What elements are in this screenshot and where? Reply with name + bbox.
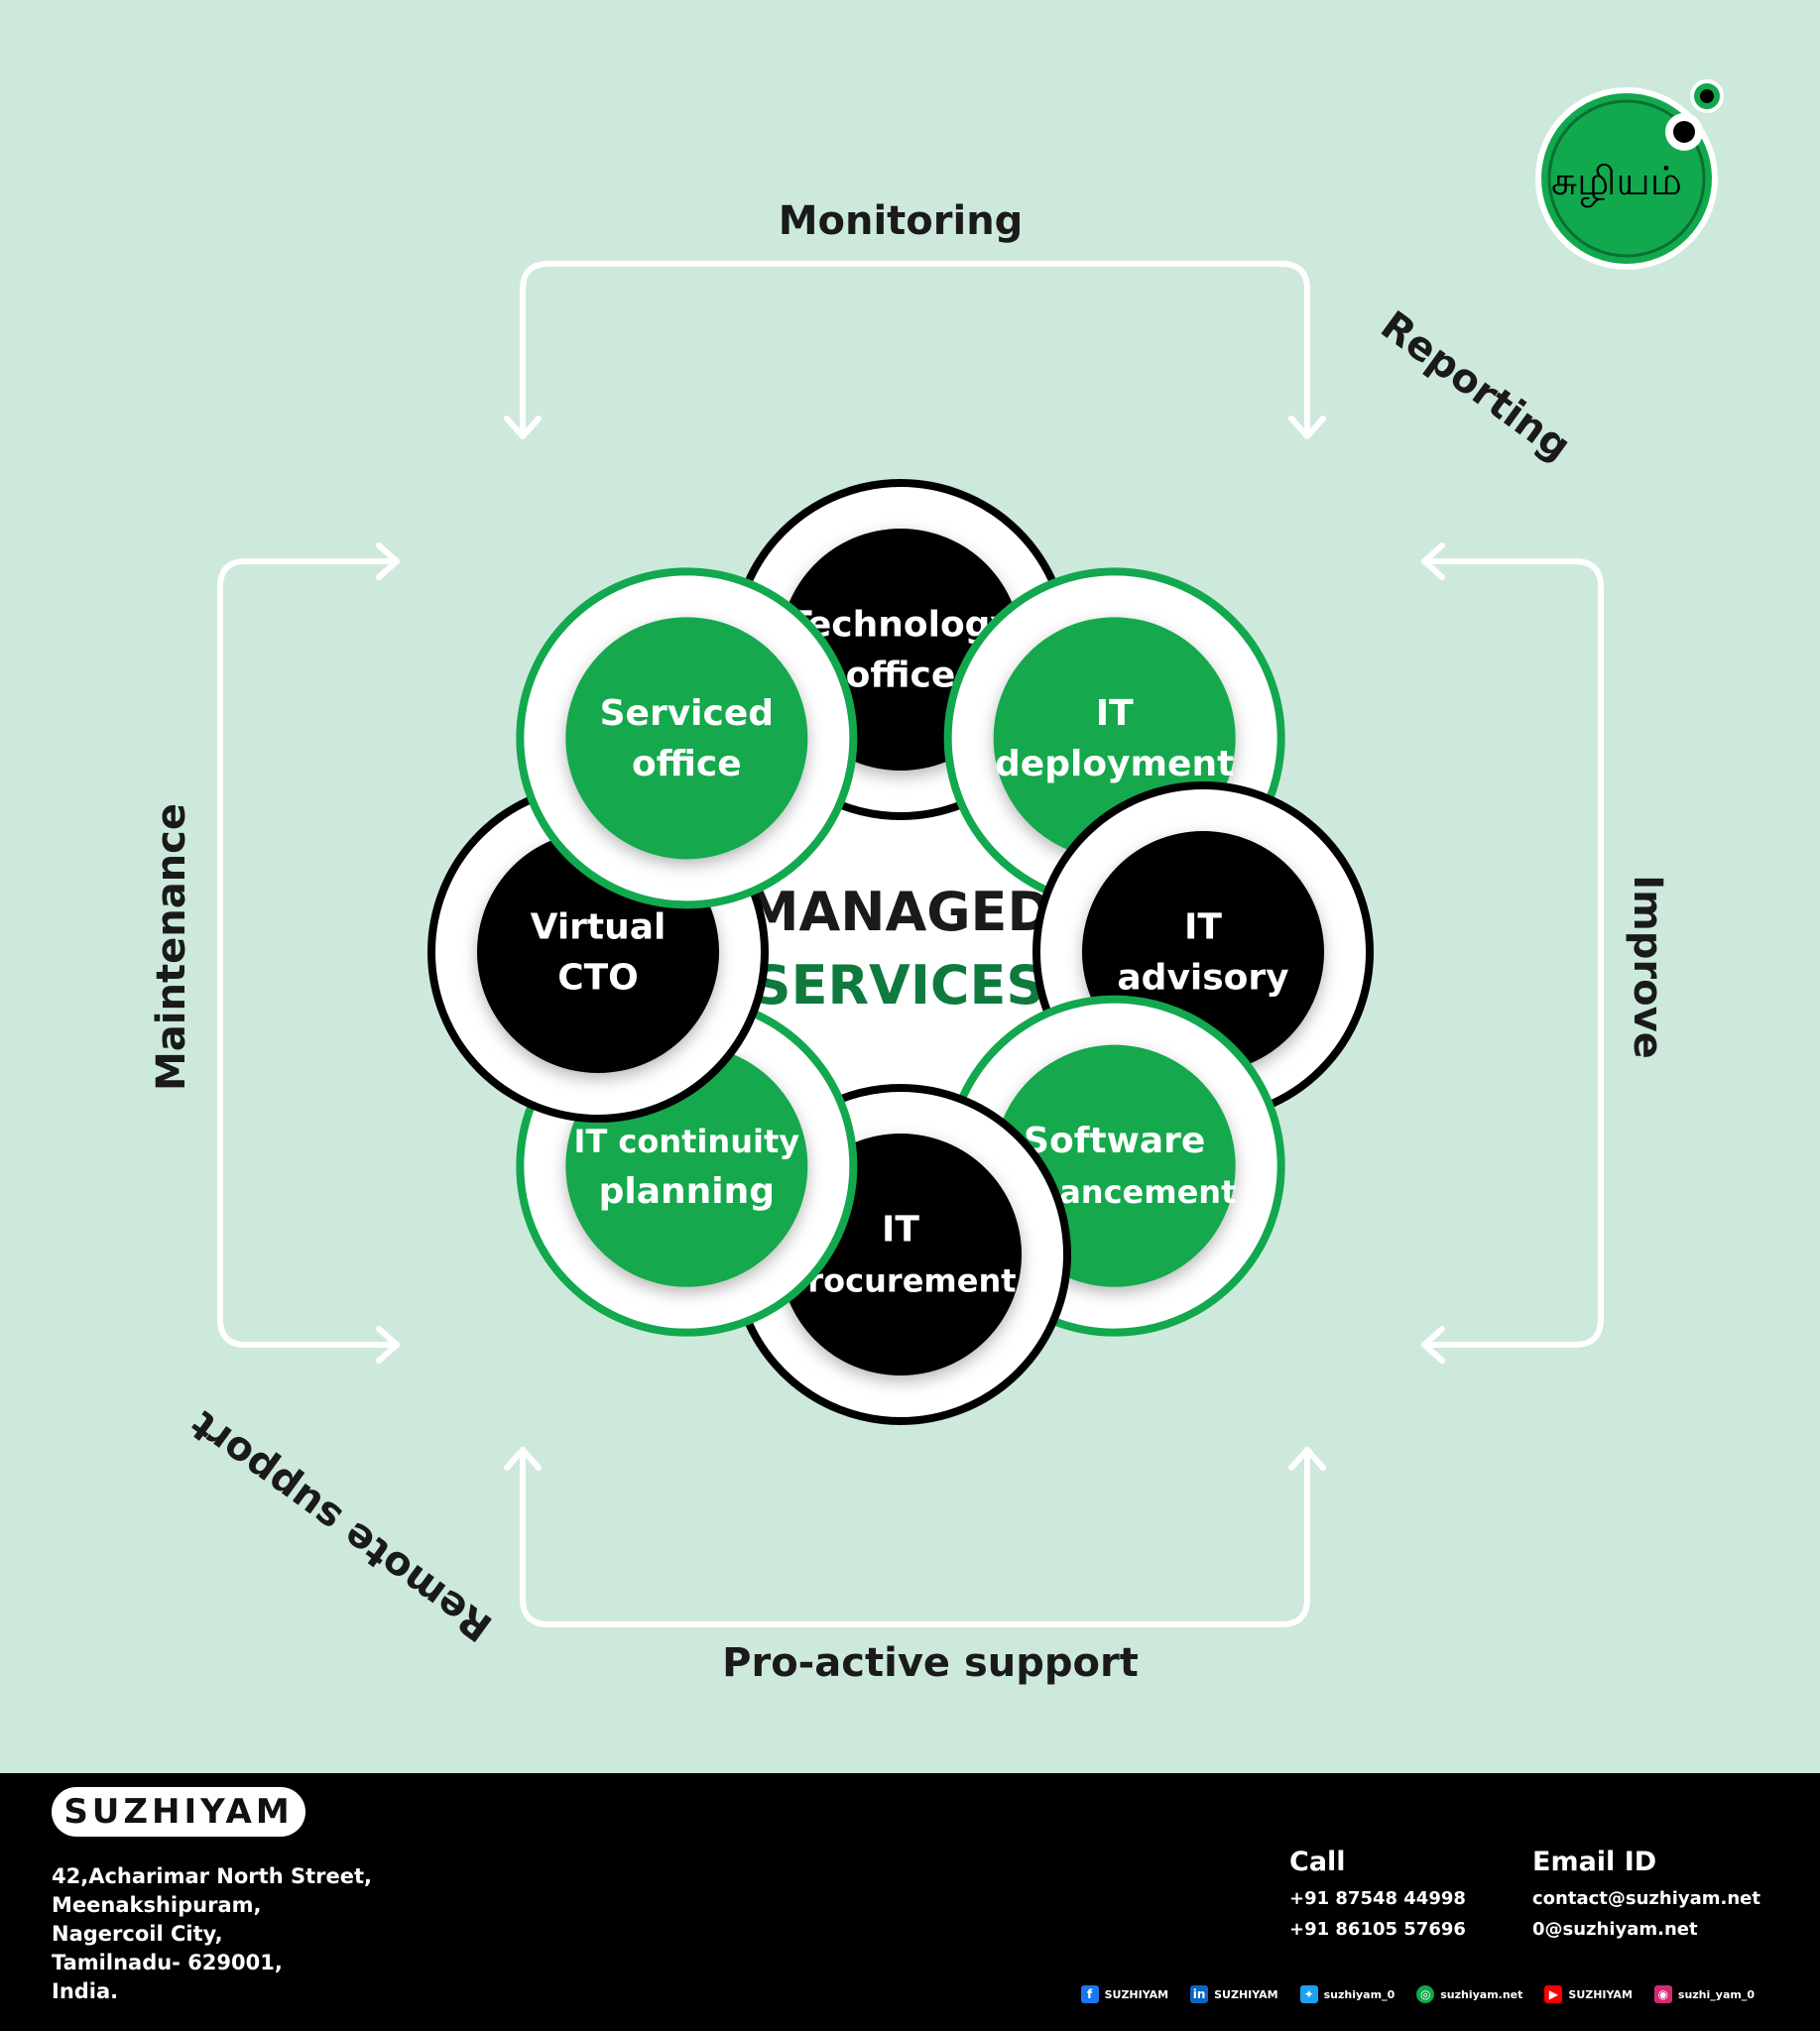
label-pro-active-support: Pro-active support (722, 1640, 1139, 1686)
social-label: suzhiyam.net (1440, 1987, 1523, 2001)
bottom-bracket-arrow (520, 1447, 1310, 1627)
footer-brand: SUZHIYAM (63, 1792, 294, 1832)
email-address[interactable]: contact@suzhiyam.net (1532, 1888, 1760, 1909)
node-label: IT (882, 1210, 919, 1251)
node-inner-circle (565, 617, 808, 860)
address-line: Tamilnadu- 629001, (52, 1951, 283, 1974)
label-monitoring: Monitoring (779, 198, 1024, 244)
footer-email: Email ID contact@suzhiyam.net 0@suzhiyam… (1532, 1847, 1760, 1945)
node-label: deployment (995, 744, 1234, 784)
linkedin-icon: in (1190, 1985, 1209, 2003)
footer-address: 42,Acharimar North Street, Meenakshipura… (52, 1862, 372, 2006)
label-improve: Improve (1625, 875, 1670, 1059)
label-maintenance: Maintenance (149, 803, 194, 1091)
email-address[interactable]: 0@suzhiyam.net (1532, 1919, 1698, 1940)
social-instagram[interactable]: ◉ suzhi_yam_0 (1653, 1985, 1755, 2003)
node-label: office (632, 744, 742, 784)
node-label: IT (1096, 693, 1134, 734)
node-label: Software (1024, 1121, 1205, 1161)
call-label: Call (1289, 1847, 1346, 1877)
left-bracket-arrow (217, 558, 400, 1348)
social-label: SUZHIYAM (1568, 1987, 1633, 2001)
youtube-icon: ▶ (1544, 1985, 1563, 2003)
social-label: suzhi_yam_0 (1677, 1987, 1755, 2001)
footer-call: Call +91 87548 44998 +91 86105 57696 (1289, 1847, 1466, 1945)
footer: SUZHIYAM 42,Acharimar North Street, Meen… (0, 1773, 1820, 2031)
node-label: CTO (557, 958, 639, 999)
social-facebook[interactable]: f SUZHIYAM (1080, 1985, 1169, 2003)
phone-number[interactable]: +91 86105 57696 (1289, 1919, 1466, 1940)
center-title-line1: MANAGED (746, 881, 1052, 943)
node-label: planning (599, 1171, 775, 1212)
center-title-line2: SERVICES (753, 954, 1045, 1016)
node-label: procurement (785, 1262, 1016, 1300)
address-line: India. (52, 1979, 119, 2003)
managed-services-diagram: MANAGED SERVICES TechnologyofficeITdeplo… (149, 79, 1724, 1686)
social-label: SUZHIYAM (1104, 1987, 1169, 2001)
node-label: office (846, 656, 956, 696)
address-line: Meenakshipuram, (52, 1893, 262, 1917)
node-label: IT (1184, 907, 1222, 948)
label-reporting: Reporting (1373, 302, 1579, 470)
node-label: IT continuity (574, 1123, 800, 1160)
social-label: suzhiyam_0 (1323, 1987, 1395, 2001)
twitter-icon: ✦ (1299, 1985, 1318, 2003)
social-website[interactable]: ◎ suzhiyam.net (1416, 1985, 1522, 2003)
facebook-icon: f (1080, 1985, 1099, 2003)
social-twitter[interactable]: ✦ suzhiyam_0 (1299, 1985, 1395, 2003)
logo-text: சுழியம் (1551, 159, 1682, 207)
address-line: 42,Acharimar North Street, (52, 1864, 372, 1888)
right-bracket-arrow (1421, 558, 1604, 1348)
label-remote-support: Remote support (182, 1401, 501, 1650)
node-label: Virtual (531, 907, 667, 948)
footer-brand-logo: SUZHIYAM (52, 1787, 305, 1837)
web-icon: ◎ (1416, 1985, 1435, 2003)
cycle-arrows (217, 261, 1604, 1627)
social-youtube[interactable]: ▶ SUZHIYAM (1544, 1985, 1633, 2003)
suzhiyam-logo: சுழியம் (1535, 79, 1724, 270)
phone-number[interactable]: +91 87548 44998 (1289, 1888, 1466, 1909)
node-serviced-office: Serviced office (516, 567, 858, 909)
social-linkedin[interactable]: in SUZHIYAM (1190, 1985, 1278, 2003)
node-label: Serviced (600, 693, 774, 734)
email-label: Email ID (1532, 1847, 1657, 1877)
social-links: f SUZHIYAM in SUZHIYAM ✦ suzhiyam_0 ◎ su… (1080, 1985, 1755, 2003)
node-label: Technology (788, 605, 1014, 646)
address-line: Nagercoil City, (52, 1922, 223, 1946)
service-nodes: TechnologyofficeITdeploymentITadvisorySo… (427, 479, 1374, 1425)
social-label: SUZHIYAM (1214, 1987, 1278, 2001)
node-label: advisory (1117, 958, 1288, 999)
instagram-icon: ◉ (1653, 1985, 1672, 2003)
top-bracket-arrow (520, 261, 1310, 439)
